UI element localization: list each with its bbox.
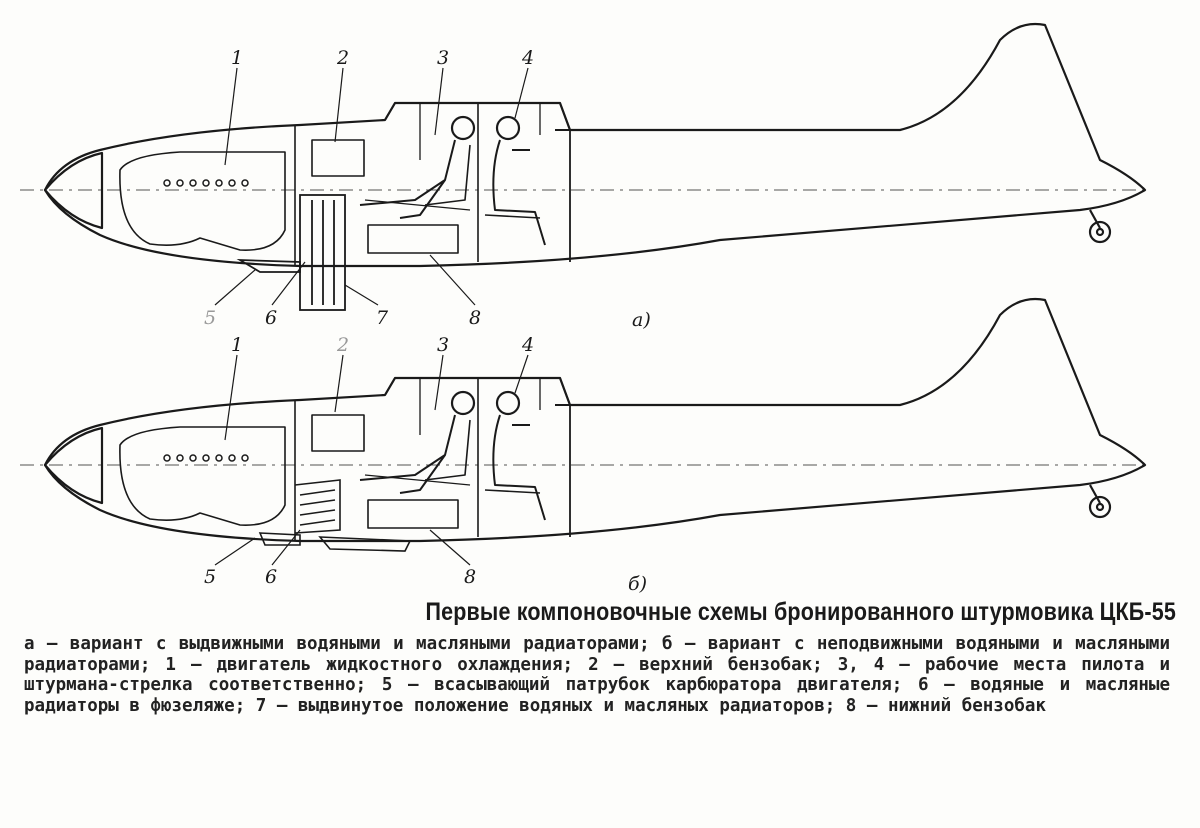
variant-b-aircraft (18, 297, 1152, 552)
figure-caption: а — вариант с выдвижными водяными и масл… (24, 634, 1170, 716)
callouts-variant-b: 1 2 3 4 5 6 8 б) (204, 334, 647, 595)
callout-1: 1 (231, 47, 243, 69)
callout-7: 7 (376, 307, 389, 329)
callout-3: 3 (437, 47, 449, 69)
callout-5: 5 (204, 566, 216, 588)
carburetor-intake (236, 258, 301, 273)
extended-radiators (299, 194, 346, 311)
fixed-radiators (258, 479, 412, 552)
callout-4: 4 (521, 47, 534, 69)
callouts-variant-a: 1 2 3 4 5 6 7 8 а) (204, 47, 651, 331)
callout-1: 1 (231, 334, 243, 356)
aircraft-layout-diagram: 1 2 3 4 5 6 7 8 а) 1 2 3 4 5 6 8 б) (18, 22, 1152, 595)
callout-5: 5 (204, 307, 216, 329)
callout-3: 3 (437, 334, 449, 356)
variant-b-label: б) (628, 573, 647, 595)
variant-a-label: а) (632, 309, 651, 331)
callout-8: 8 (464, 566, 476, 588)
callout-8: 8 (469, 307, 481, 329)
callout-6: 6 (265, 566, 277, 588)
callout-6: 6 (265, 307, 277, 329)
callout-4: 4 (521, 334, 534, 356)
variant-a-aircraft (18, 22, 1152, 311)
callout-2: 2 (336, 334, 349, 356)
callout-2: 2 (336, 47, 349, 69)
figure-title: Первые компоновочные схемы бронированног… (425, 598, 1176, 626)
